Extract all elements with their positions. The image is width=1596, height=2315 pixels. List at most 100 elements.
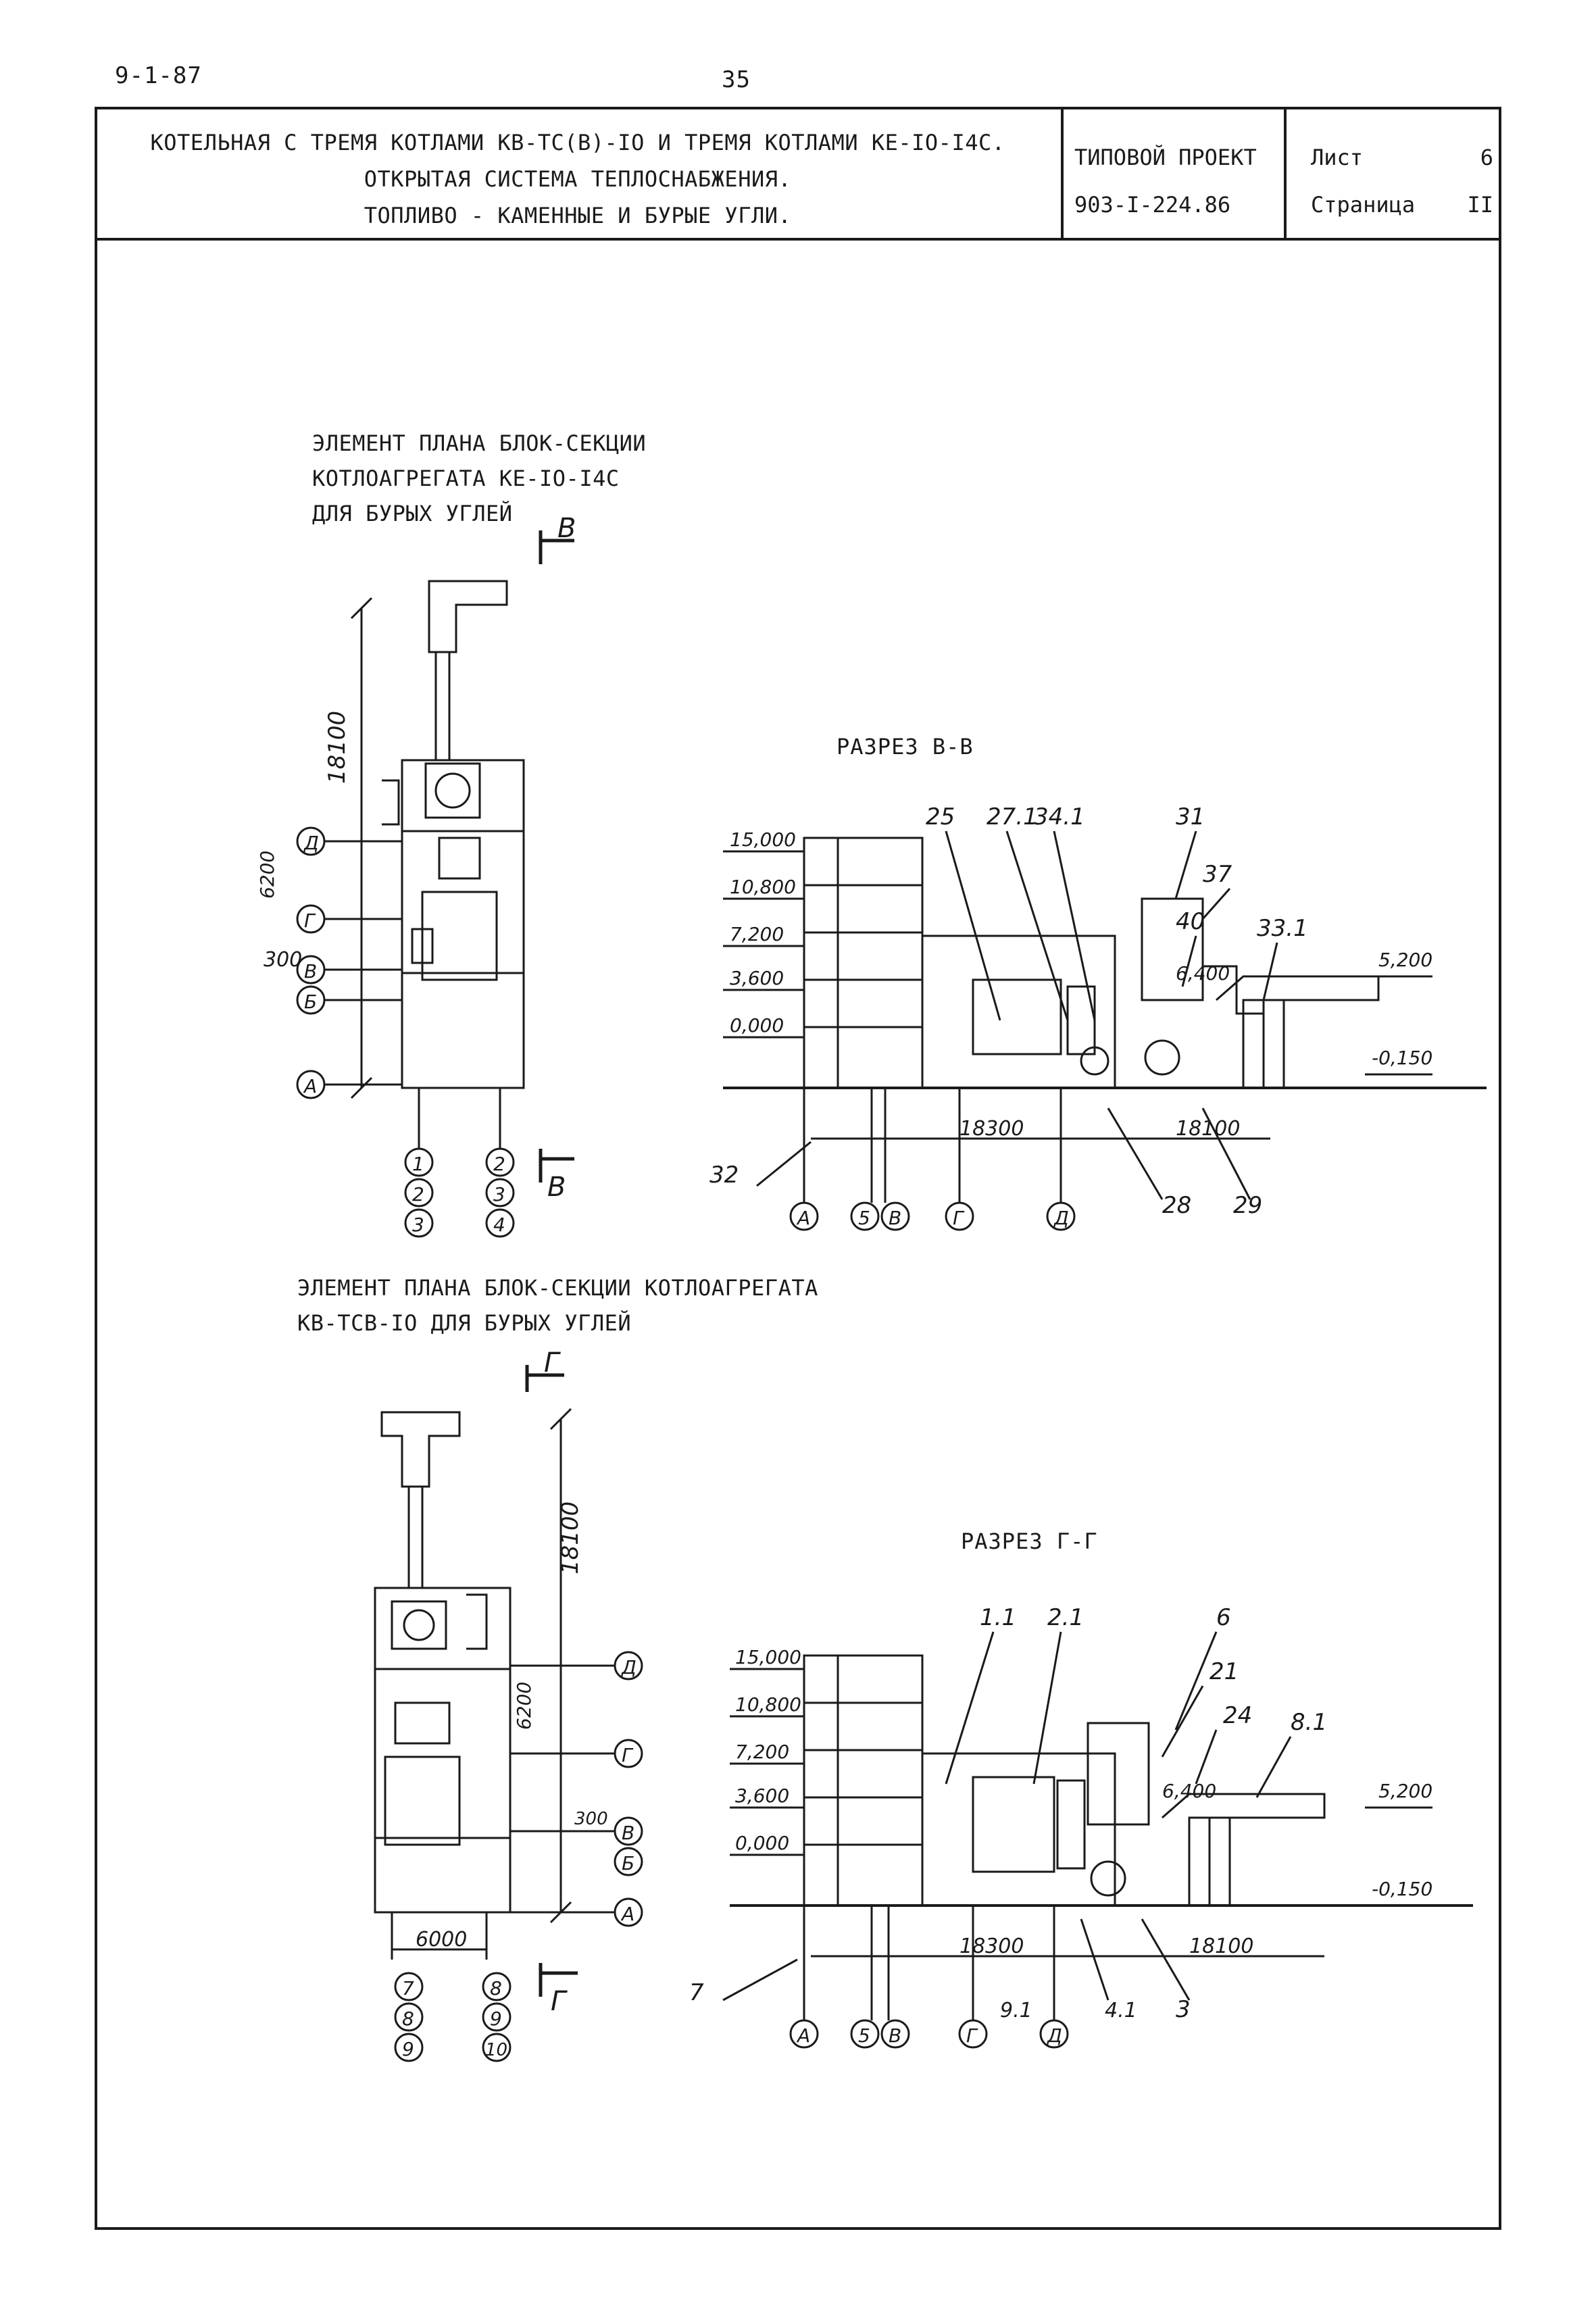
plan1-drawing: В 18100 Д Г В Б А 6200 300 1 2 3 2 3 4 В xyxy=(257,513,576,1238)
project-number: 903-I-224.86 xyxy=(1074,192,1231,218)
svg-text:1: 1 xyxy=(412,1153,424,1175)
plan1-offset: 300 xyxy=(264,948,302,972)
title-line-3: ТОПЛИВО - КАМЕННЫЕ И БУРЫЕ УГЛИ. xyxy=(364,203,792,228)
plan1-caption: ЭЛЕМЕНТ ПЛАНА БЛОК-СЕКЦИИ КОТЛОАГРЕГАТА … xyxy=(312,426,646,531)
section2-gas-duct xyxy=(1162,1793,1326,1819)
svg-text:А: А xyxy=(796,1207,810,1229)
svg-text:Д: Д xyxy=(1053,1207,1069,1229)
section2-title: РАЗРЕЗ Г-Г xyxy=(961,1528,1098,1554)
plan1-duct xyxy=(434,652,451,760)
page-label: Страница xyxy=(1311,192,1416,218)
plan2-building xyxy=(374,1587,512,1914)
svg-text:Б: Б xyxy=(304,991,317,1013)
plan1-axis-a: А xyxy=(296,1070,402,1099)
plan1-grid-lines xyxy=(402,830,524,974)
svg-text:0,000: 0,000 xyxy=(735,1832,789,1854)
svg-text:31: 31 xyxy=(1176,803,1205,830)
svg-text:3,600: 3,600 xyxy=(735,1785,789,1807)
svg-text:В: В xyxy=(889,2024,901,2047)
sheet-info: Лист 6 Страница II xyxy=(1311,134,1493,228)
svg-text:В: В xyxy=(622,1822,634,1844)
section1-pump xyxy=(1080,1046,1109,1076)
plan2-chimney xyxy=(380,1411,461,1488)
section2-level-right-1: 6,400 xyxy=(1162,1780,1216,1802)
svg-text:Б: Б xyxy=(622,1852,634,1874)
svg-text:4: 4 xyxy=(493,1214,505,1236)
section1-axes: А 5 В Г Д xyxy=(789,1088,1076,1231)
plan1-caption-line-1: ЭЛЕМЕНТ ПЛАНА БЛОК-СЕКЦИИ xyxy=(312,430,647,456)
svg-text:3: 3 xyxy=(1176,1996,1191,2023)
section2-level-right-2: 5,200 xyxy=(1378,1780,1432,1802)
plan2-caption: ЭЛЕМЕНТ ПЛАНА БЛОК-СЕКЦИИ КОТЛОАГРЕГАТА … xyxy=(297,1270,818,1341)
svg-text:3: 3 xyxy=(493,1183,505,1205)
plan1-boiler xyxy=(421,891,498,981)
plan1-cyclone xyxy=(438,837,481,880)
section2-drawing: 15,000 10,800 7,200 3,600 0,000 6,400 5,… xyxy=(689,1604,1473,2049)
svg-text:В: В xyxy=(889,1207,901,1229)
title-divider-2 xyxy=(1284,107,1287,241)
plan2-drawing: Г 18100 Д Г В Б А 300 6200 6000 7 8 9 8 … xyxy=(374,1351,643,2062)
svg-text:8: 8 xyxy=(402,2008,414,2030)
section2-dim-2: 18100 xyxy=(1189,1935,1253,1958)
plan2-cut-mark-bottom xyxy=(539,1963,578,1997)
section2-levels: 15,000 10,800 7,200 3,600 0,000 xyxy=(730,1646,804,1856)
section2-economizer xyxy=(1056,1779,1086,1870)
plan2-duct xyxy=(407,1487,424,1588)
plan1-axis-d: Д xyxy=(296,826,402,856)
section1-drawing: 15,000 10,800 7,200 3,600 0,000 6,400 5,… xyxy=(709,803,1487,1231)
plan2-axis-v: В xyxy=(510,1816,643,1846)
svg-text:Д: Д xyxy=(620,1656,637,1678)
plan1-boiler-part xyxy=(411,928,434,964)
section2-support-2 xyxy=(1208,1816,1231,1907)
svg-text:15,000: 15,000 xyxy=(735,1646,801,1668)
plan1-col-lines xyxy=(418,1088,501,1149)
plan2-caption-line-2: КВ-ТСВ-IO ДЛЯ БУРЫХ УГЛЕЙ xyxy=(297,1310,632,1336)
svg-text:21: 21 xyxy=(1210,1658,1239,1685)
section2-frame xyxy=(803,1654,924,1907)
plan2-offset: 300 xyxy=(574,1809,608,1829)
section1-level-ticks xyxy=(1365,975,1432,1076)
plan1-cut-mark-bottom xyxy=(539,1149,574,1183)
plan2-dim-total: 18100 xyxy=(557,1501,584,1574)
plan1-col-right: 2 3 4 xyxy=(485,1147,515,1238)
svg-text:А: А xyxy=(796,2024,810,2047)
svg-text:В: В xyxy=(304,960,317,982)
plan2-grid-lines xyxy=(375,1668,510,1839)
svg-text:10,800: 10,800 xyxy=(730,876,796,898)
section1-roof xyxy=(922,935,1116,1088)
section1-boiler xyxy=(972,978,1062,1055)
sheet-frame xyxy=(95,107,1501,2230)
svg-text:1.1: 1.1 xyxy=(980,1604,1016,1631)
section2-level-right-3: -0,150 xyxy=(1372,1878,1432,1900)
document-code: 9-1-87 xyxy=(115,62,202,89)
section1-collector xyxy=(1141,897,1204,1001)
svg-text:7: 7 xyxy=(689,1979,704,2006)
page-value: II xyxy=(1467,192,1493,218)
svg-text:2.1: 2.1 xyxy=(1047,1604,1084,1631)
svg-text:4.1: 4.1 xyxy=(1105,1999,1137,2022)
svg-text:3,600: 3,600 xyxy=(730,967,784,989)
plan1-building xyxy=(401,759,525,1089)
svg-text:А: А xyxy=(303,1075,317,1097)
plan1-chimney xyxy=(428,580,508,653)
svg-text:Г: Г xyxy=(304,910,316,932)
plan1-dim-1: 6200 xyxy=(257,851,278,899)
section1-levels: 15,000 10,800 7,200 3,600 0,000 xyxy=(723,828,804,1039)
svg-text:Г: Г xyxy=(966,2024,978,2047)
svg-text:А: А xyxy=(620,1903,634,1925)
section1-dim-1: 18300 xyxy=(959,1117,1024,1141)
svg-text:Г: Г xyxy=(622,1744,634,1766)
plan2-col-left: 7 8 9 xyxy=(394,1972,424,2062)
svg-text:6: 6 xyxy=(1216,1604,1231,1631)
page-number: 35 xyxy=(722,66,751,93)
svg-text:8.1: 8.1 xyxy=(1291,1709,1327,1736)
svg-text:10: 10 xyxy=(485,2040,507,2060)
plan1-axis-g: Г xyxy=(296,904,402,934)
plan2-dim-1: 6200 xyxy=(513,1682,535,1730)
section1-frame xyxy=(803,837,924,1089)
plan2-caption-line-1: ЭЛЕМЕНТ ПЛАНА БЛОК-СЕКЦИИ КОТЛОАГРЕГАТА xyxy=(297,1275,818,1301)
plan2-boiler xyxy=(384,1756,461,1846)
project-label: ТИПОВОЙ ПРОЕКТ xyxy=(1074,145,1257,170)
svg-text:5: 5 xyxy=(858,2024,870,2047)
svg-text:25: 25 xyxy=(926,803,955,830)
